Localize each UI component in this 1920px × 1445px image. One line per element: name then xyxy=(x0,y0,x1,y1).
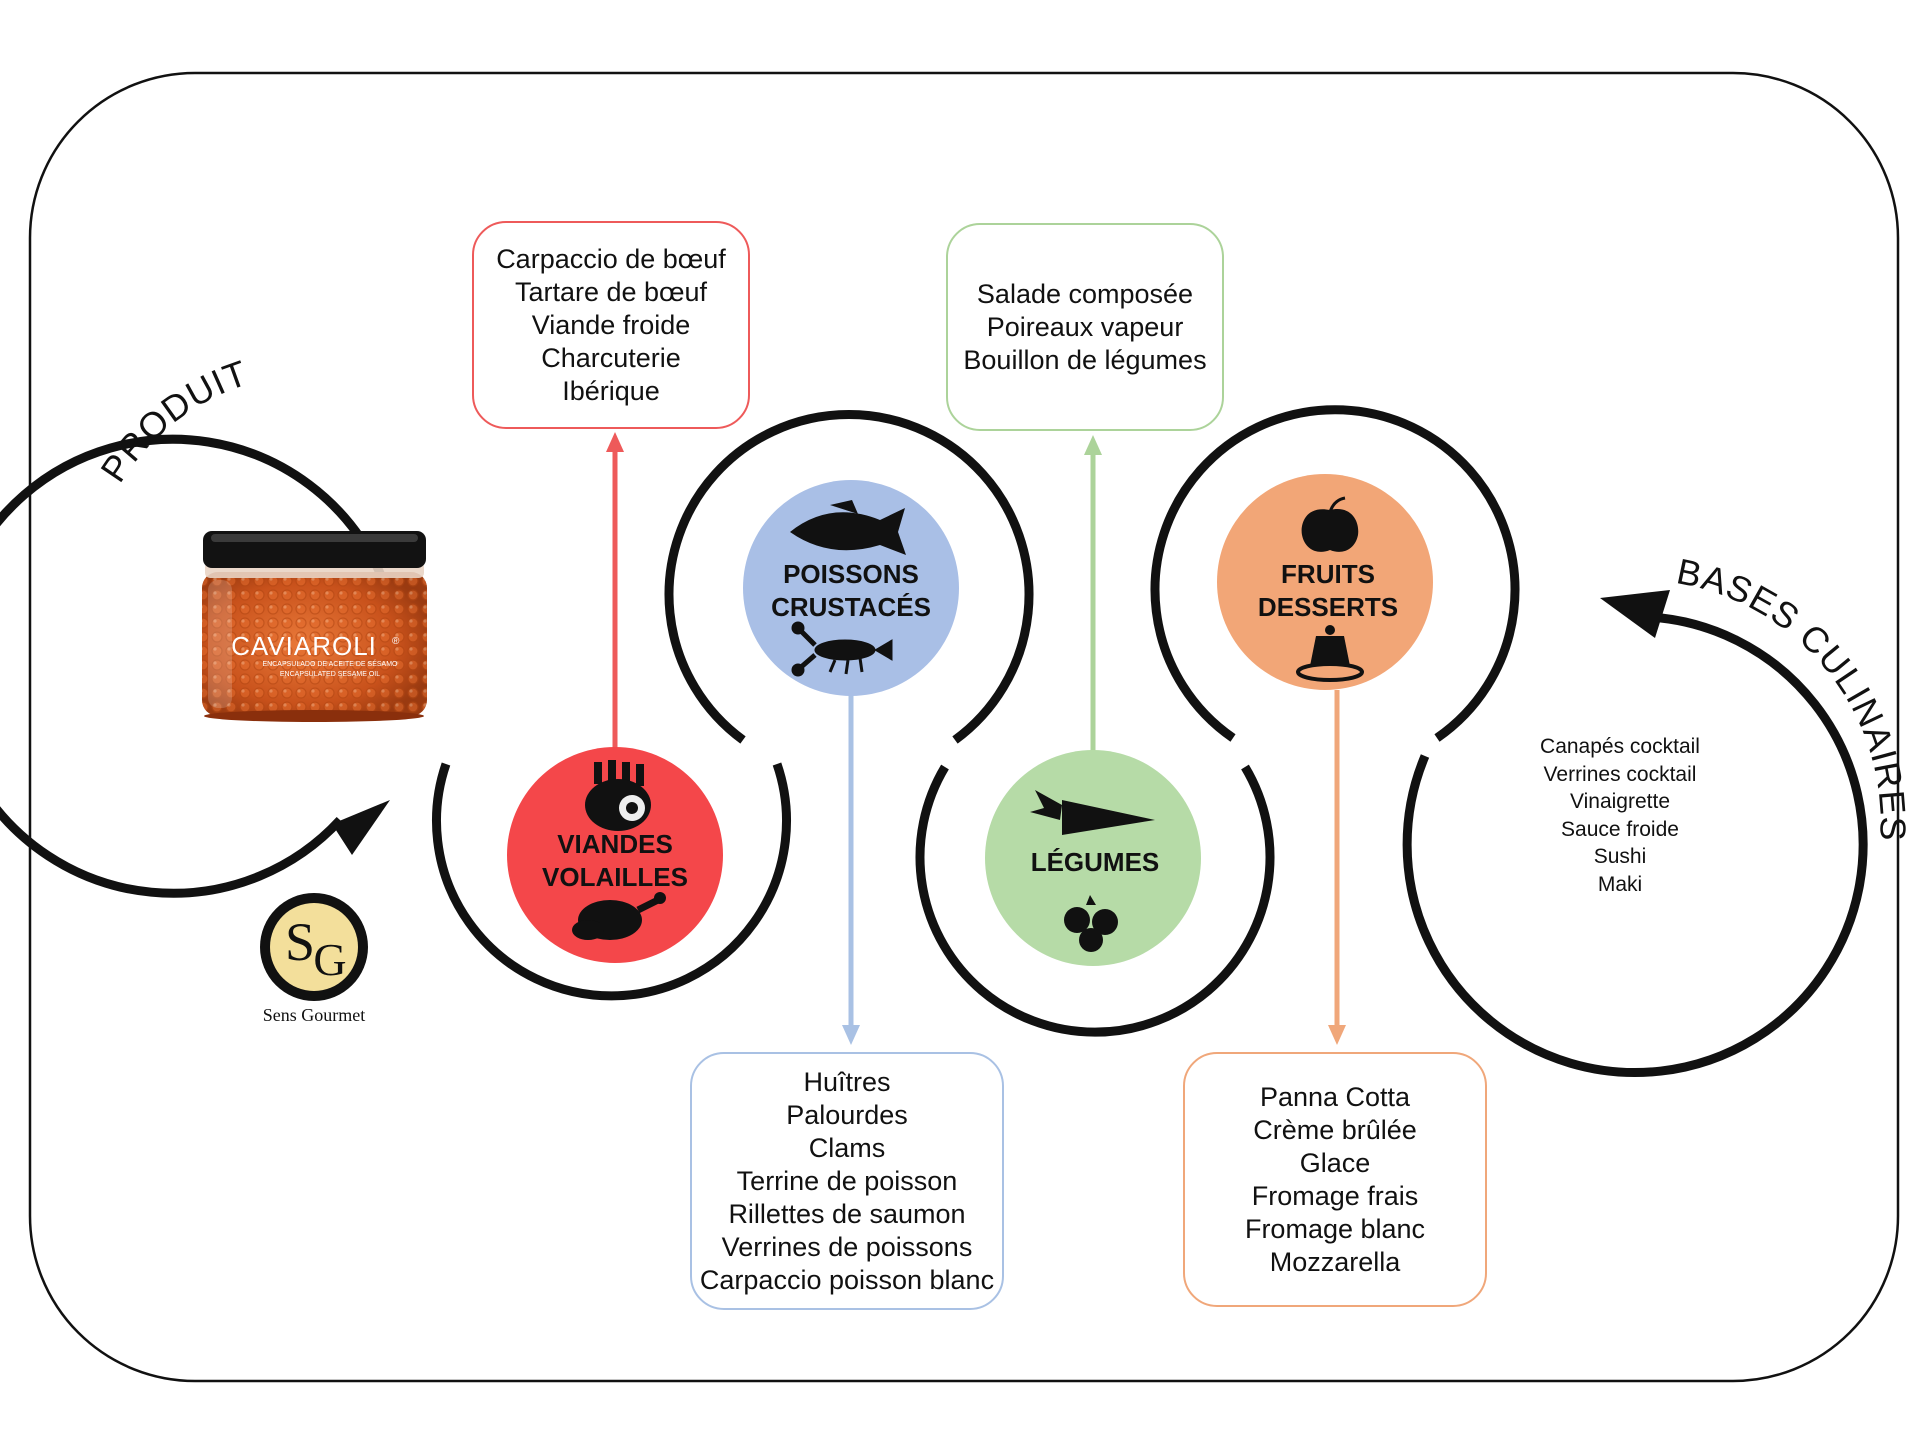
list-item: Vinaigrette xyxy=(1569,790,1671,813)
list-item: Terrine de poisson xyxy=(736,1165,958,1196)
list-item: Bouillon de légumes xyxy=(963,344,1207,375)
arc-produit xyxy=(0,434,405,898)
caviaroli-jar: CAVIAROLI ® ENCAPSULADO DE ACEITE DE SÉS… xyxy=(202,531,427,722)
category-poissons: POISSONS CRUSTACÉS xyxy=(743,480,959,696)
list-item: Palourdes xyxy=(786,1099,908,1130)
apple-icon xyxy=(1301,496,1359,552)
connector-poissons-head xyxy=(842,1025,860,1045)
fruits-label-1: FRUITS xyxy=(1281,559,1375,589)
outer-frame xyxy=(28,71,1900,1383)
radish-icon xyxy=(1064,895,1118,952)
carrot-icon xyxy=(1030,790,1155,835)
produit-heading: PRODUIT xyxy=(92,352,253,489)
list-item: Ibérique xyxy=(562,375,660,406)
fruits-circle xyxy=(1217,474,1433,690)
list-item: Crème brûlée xyxy=(1253,1114,1417,1145)
connector-fruits-head xyxy=(1328,1025,1346,1045)
list-item: Carpaccio poisson blanc xyxy=(699,1264,995,1295)
list-item: Fromage frais xyxy=(1251,1180,1419,1211)
connector-viandes-head xyxy=(606,432,624,452)
logo-name: Sens Gourmet xyxy=(263,1005,366,1025)
list-item: Poireaux vapeur xyxy=(986,311,1184,342)
arrow-head-produit xyxy=(332,800,390,855)
viandes-label-2: VOLAILLES xyxy=(542,862,688,892)
sens-gourmet-logo: S G Sens Gourmet xyxy=(260,893,368,1025)
list-item: Salade composée xyxy=(976,278,1194,309)
poissons-label-2: CRUSTACÉS xyxy=(771,592,931,622)
list-item: Maki xyxy=(1597,872,1643,896)
arc-viandes xyxy=(432,762,791,1001)
connectors xyxy=(606,432,1346,1045)
arc-fruits xyxy=(1150,405,1520,742)
list-item: Charcuterie xyxy=(541,342,681,373)
lobster-icon xyxy=(791,621,893,677)
list-item: Fromage blanc xyxy=(1244,1213,1426,1244)
jar-subtitle-1: ENCAPSULADO DE ACEITE DE SÉSAMO xyxy=(263,659,399,668)
category-legumes: LÉGUMES xyxy=(985,750,1201,966)
arc-poissons xyxy=(664,410,1034,744)
category-viandes: VIANDES VOLAILLES xyxy=(507,747,723,963)
legumes-label: LÉGUMES xyxy=(1031,847,1160,877)
logo-monogram-s: S xyxy=(285,912,315,972)
poissons-label-1: POISSONS xyxy=(783,559,919,589)
list-item: Sushi xyxy=(1593,845,1647,868)
fish-icon xyxy=(790,500,906,555)
flow-arcs xyxy=(0,405,1868,1078)
list-item: Panna Cotta xyxy=(1259,1081,1411,1112)
jar-subtitle-2: ENCAPSULATED SESAME OIL xyxy=(280,671,380,678)
chicken-icon xyxy=(572,892,666,940)
meat-icon xyxy=(585,760,651,831)
arc-bases xyxy=(1402,612,1868,1078)
list-item: Canapés cocktail xyxy=(1540,735,1700,758)
list-item: Huîtres xyxy=(803,1066,891,1097)
pudding-icon xyxy=(1296,625,1364,682)
list-item: Verrines cocktail xyxy=(1543,762,1697,786)
list-item: Mozzarella xyxy=(1269,1246,1401,1277)
viandes-circle xyxy=(507,747,723,963)
jar-registered: ® xyxy=(392,636,400,647)
jar-brand: CAVIAROLI xyxy=(231,631,377,661)
list-item: Clams xyxy=(808,1132,886,1163)
logo-monogram-g: G xyxy=(313,934,346,985)
list-item: Glace xyxy=(1299,1147,1371,1178)
list-item: Carpaccio de bœuf xyxy=(496,243,726,274)
list-item: Verrines de poissons xyxy=(721,1231,973,1262)
list-item: Sauce froide xyxy=(1561,817,1679,841)
list-item: Viande froide xyxy=(531,309,691,340)
viandes-label-1: VIANDES xyxy=(557,829,673,859)
arrow-head-bases xyxy=(1600,590,1670,638)
arc-legumes xyxy=(915,764,1275,1037)
connector-legumes-head xyxy=(1084,435,1102,455)
list-item: Tartare de bœuf xyxy=(514,276,708,307)
list-item: Rillettes de saumon xyxy=(728,1198,966,1229)
fruits-label-2: DESSERTS xyxy=(1258,592,1398,622)
legumes-circle xyxy=(985,750,1201,966)
category-fruits: FRUITS DESSERTS xyxy=(1217,474,1433,690)
